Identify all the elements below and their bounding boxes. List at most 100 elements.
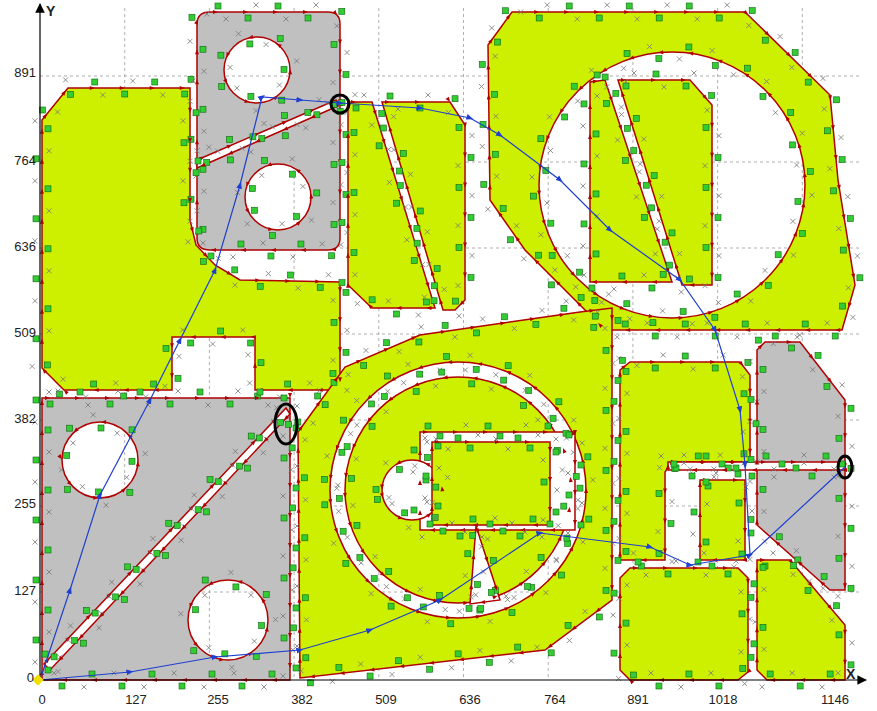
start-cross (840, 382, 845, 387)
pierce-point (530, 516, 536, 522)
pierce-point (417, 371, 423, 377)
pierce-point (566, 3, 572, 9)
pierce-point (656, 56, 662, 62)
pierce-point (848, 585, 854, 591)
start-cross (290, 587, 295, 592)
start-cross (224, 17, 229, 22)
start-cross (560, 467, 565, 472)
start-cross (675, 335, 680, 340)
pierce-point (336, 665, 342, 671)
pierce-point (188, 196, 194, 202)
start-cross (581, 273, 586, 278)
pierce-point (739, 611, 745, 617)
direction-arrow (625, 328, 630, 332)
pierce-point (581, 221, 587, 227)
start-cross (479, 84, 484, 89)
direction-arrow (40, 189, 44, 194)
pierce-point (602, 74, 608, 80)
start-cross (47, 390, 52, 395)
pierce-point (559, 572, 565, 578)
direction-arrow (42, 114, 47, 119)
start-cross (617, 476, 622, 481)
direction-arrow (473, 377, 478, 381)
direction-arrow (807, 73, 812, 78)
rapid-path (40, 97, 750, 680)
direction-arrow (180, 86, 185, 90)
direction-arrow (787, 340, 792, 344)
direction-arrow (843, 553, 847, 558)
direction-arrow (618, 623, 622, 628)
direction-arrow (388, 397, 393, 402)
pierce-point (840, 303, 846, 309)
tick-label: 1146 (821, 693, 849, 706)
start-cross (433, 516, 438, 521)
direction-arrow (315, 280, 320, 284)
pierce-point (336, 495, 342, 501)
start-cross (753, 619, 758, 624)
direction-arrow (368, 304, 373, 309)
direction-arrow (548, 447, 552, 452)
start-cross (107, 594, 112, 599)
start-cross (408, 172, 413, 177)
pierce-point (703, 479, 709, 485)
direction-arrow (680, 360, 685, 364)
pierce-point (760, 564, 766, 570)
pierce-point (80, 640, 86, 646)
direction-arrow (498, 212, 503, 217)
axes (32, 4, 866, 686)
pierce-point (573, 473, 579, 479)
start-cross (206, 145, 211, 150)
start-cross (641, 273, 646, 278)
pierce-point (836, 555, 842, 561)
start-cross (575, 17, 580, 22)
pierce-point (848, 525, 854, 531)
pierce-point (592, 313, 598, 319)
pierce-point (611, 518, 617, 524)
direction-arrow (610, 465, 614, 470)
direction-arrow (288, 69, 292, 74)
start-cross (47, 450, 52, 455)
direction-arrow (223, 79, 227, 84)
pierce-point (182, 91, 188, 97)
direction-arrow (483, 430, 488, 434)
slit-cut (197, 100, 338, 168)
pierce-point (792, 50, 798, 56)
start-cross (836, 414, 841, 419)
direction-arrow (343, 493, 347, 498)
direction-arrow (367, 417, 372, 422)
pierce-point (593, 191, 599, 197)
direction-arrow (610, 525, 614, 530)
start-cross (176, 389, 181, 394)
pierce-point (565, 622, 571, 628)
pierce-point (686, 44, 692, 50)
direction-arrow (618, 551, 622, 556)
start-cross (463, 573, 468, 578)
pierce-point (45, 306, 51, 312)
direction-arrow (558, 536, 562, 541)
direction-arrow (622, 280, 627, 284)
start-cross (245, 221, 250, 226)
pierce-point (495, 39, 501, 45)
pierce-point (643, 182, 649, 188)
start-cross (295, 404, 300, 409)
start-cross (802, 453, 807, 458)
direction-arrow (755, 429, 759, 434)
direction-arrow (848, 302, 852, 307)
start-cross (456, 163, 461, 168)
direction-arrow (775, 328, 780, 332)
direction-arrow (743, 10, 748, 15)
start-cross (523, 530, 528, 535)
pierce-point (452, 96, 458, 102)
start-cross (662, 85, 667, 90)
direction-arrow (552, 571, 557, 576)
pierce-point (384, 340, 390, 346)
direction-arrow (309, 194, 313, 199)
pierce-point (414, 225, 420, 231)
direction-arrow (463, 273, 467, 278)
pierce-point (749, 473, 755, 479)
direction-arrow (548, 507, 552, 512)
direction-arrow (610, 555, 614, 560)
pierce-point (561, 305, 567, 311)
direction-arrow (264, 437, 269, 442)
direction-arrow (356, 360, 361, 364)
